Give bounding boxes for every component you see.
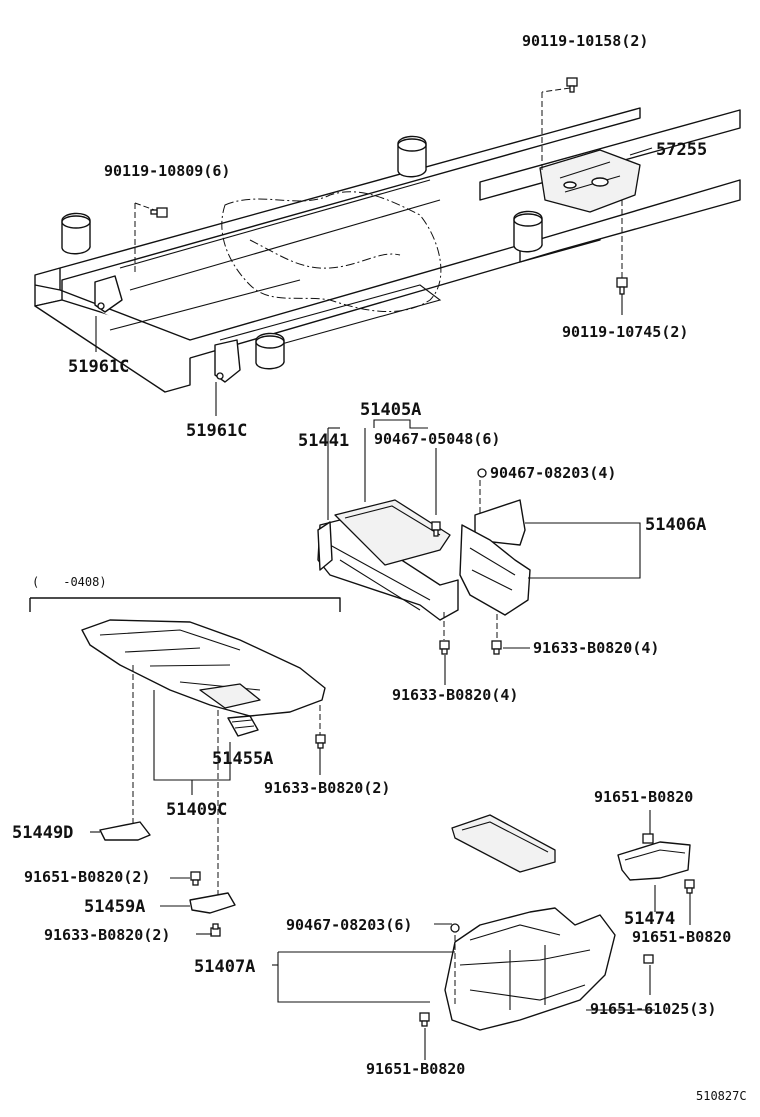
diagram-code: 510827C: [696, 1089, 747, 1103]
label-91633-b0820-4-center: 91633-B0820(4): [392, 686, 518, 704]
label-51961c-left: 51961C: [68, 357, 129, 377]
label-leaders: [90, 831, 655, 1011]
label-90119-10745: 90119-10745(2): [562, 323, 688, 341]
part-51409c-shield: [29, 597, 341, 795]
label-90119-10158: 90119-10158(2): [522, 32, 648, 50]
part-labels: 90119-10158(2) 57255 90119-10809(6) 9011…: [12, 32, 747, 1103]
label-51407a: 51407A: [194, 957, 255, 977]
left-brackets: [99, 665, 236, 937]
part-51405a-skid: [317, 499, 459, 621]
frame-assembly: [34, 107, 741, 393]
part-51407a-guard: [277, 810, 695, 1060]
label-51961c-bottom: 51961C: [186, 421, 247, 441]
label-57255: 57255: [656, 140, 707, 160]
label-90467-08203-6: 90467-08203(6): [286, 916, 412, 934]
label-91651-b0820-top: 91651-B0820: [594, 788, 693, 806]
part-51406a-covers: [459, 468, 531, 616]
label-91651-b0820-bottom: 91651-B0820: [366, 1060, 465, 1078]
label-90119-10809: 90119-10809(6): [104, 162, 230, 180]
label-91651-b0820-2: 91651-B0820(2): [24, 868, 150, 886]
bolt-90119-10809: [150, 207, 168, 218]
label-51409c: 51409C: [166, 800, 227, 820]
label-51441: 51441: [298, 431, 349, 451]
label-51449d: 51449D: [12, 823, 73, 843]
label-51405a: 51405A: [360, 400, 421, 420]
label-91651-b0820-side: 91651-B0820: [632, 928, 731, 946]
label-91651-61025: 91651-61025(3): [590, 1000, 716, 1018]
bolt-90119-10745: [616, 277, 628, 295]
frame-fasteners: [95, 77, 653, 416]
label-51455a: 51455A: [212, 749, 273, 769]
label-91633-b0820-2-left: 91633-B0820(2): [44, 926, 170, 944]
label-51406a: 51406A: [645, 515, 706, 535]
label-51459a: 51459A: [84, 897, 145, 917]
label-90467-08203-4: 90467-08203(4): [490, 464, 616, 482]
label-range: ( -0408): [32, 575, 107, 589]
label-51474: 51474: [624, 909, 675, 929]
label-91633-b0820-4-right: 91633-B0820(4): [533, 639, 659, 657]
bolt-90119-10158: [566, 77, 578, 93]
label-91633-b0820-2-right: 91633-B0820(2): [264, 779, 390, 797]
label-90467-05048: 90467-05048(6): [374, 430, 500, 448]
center-leaders: [327, 419, 641, 685]
